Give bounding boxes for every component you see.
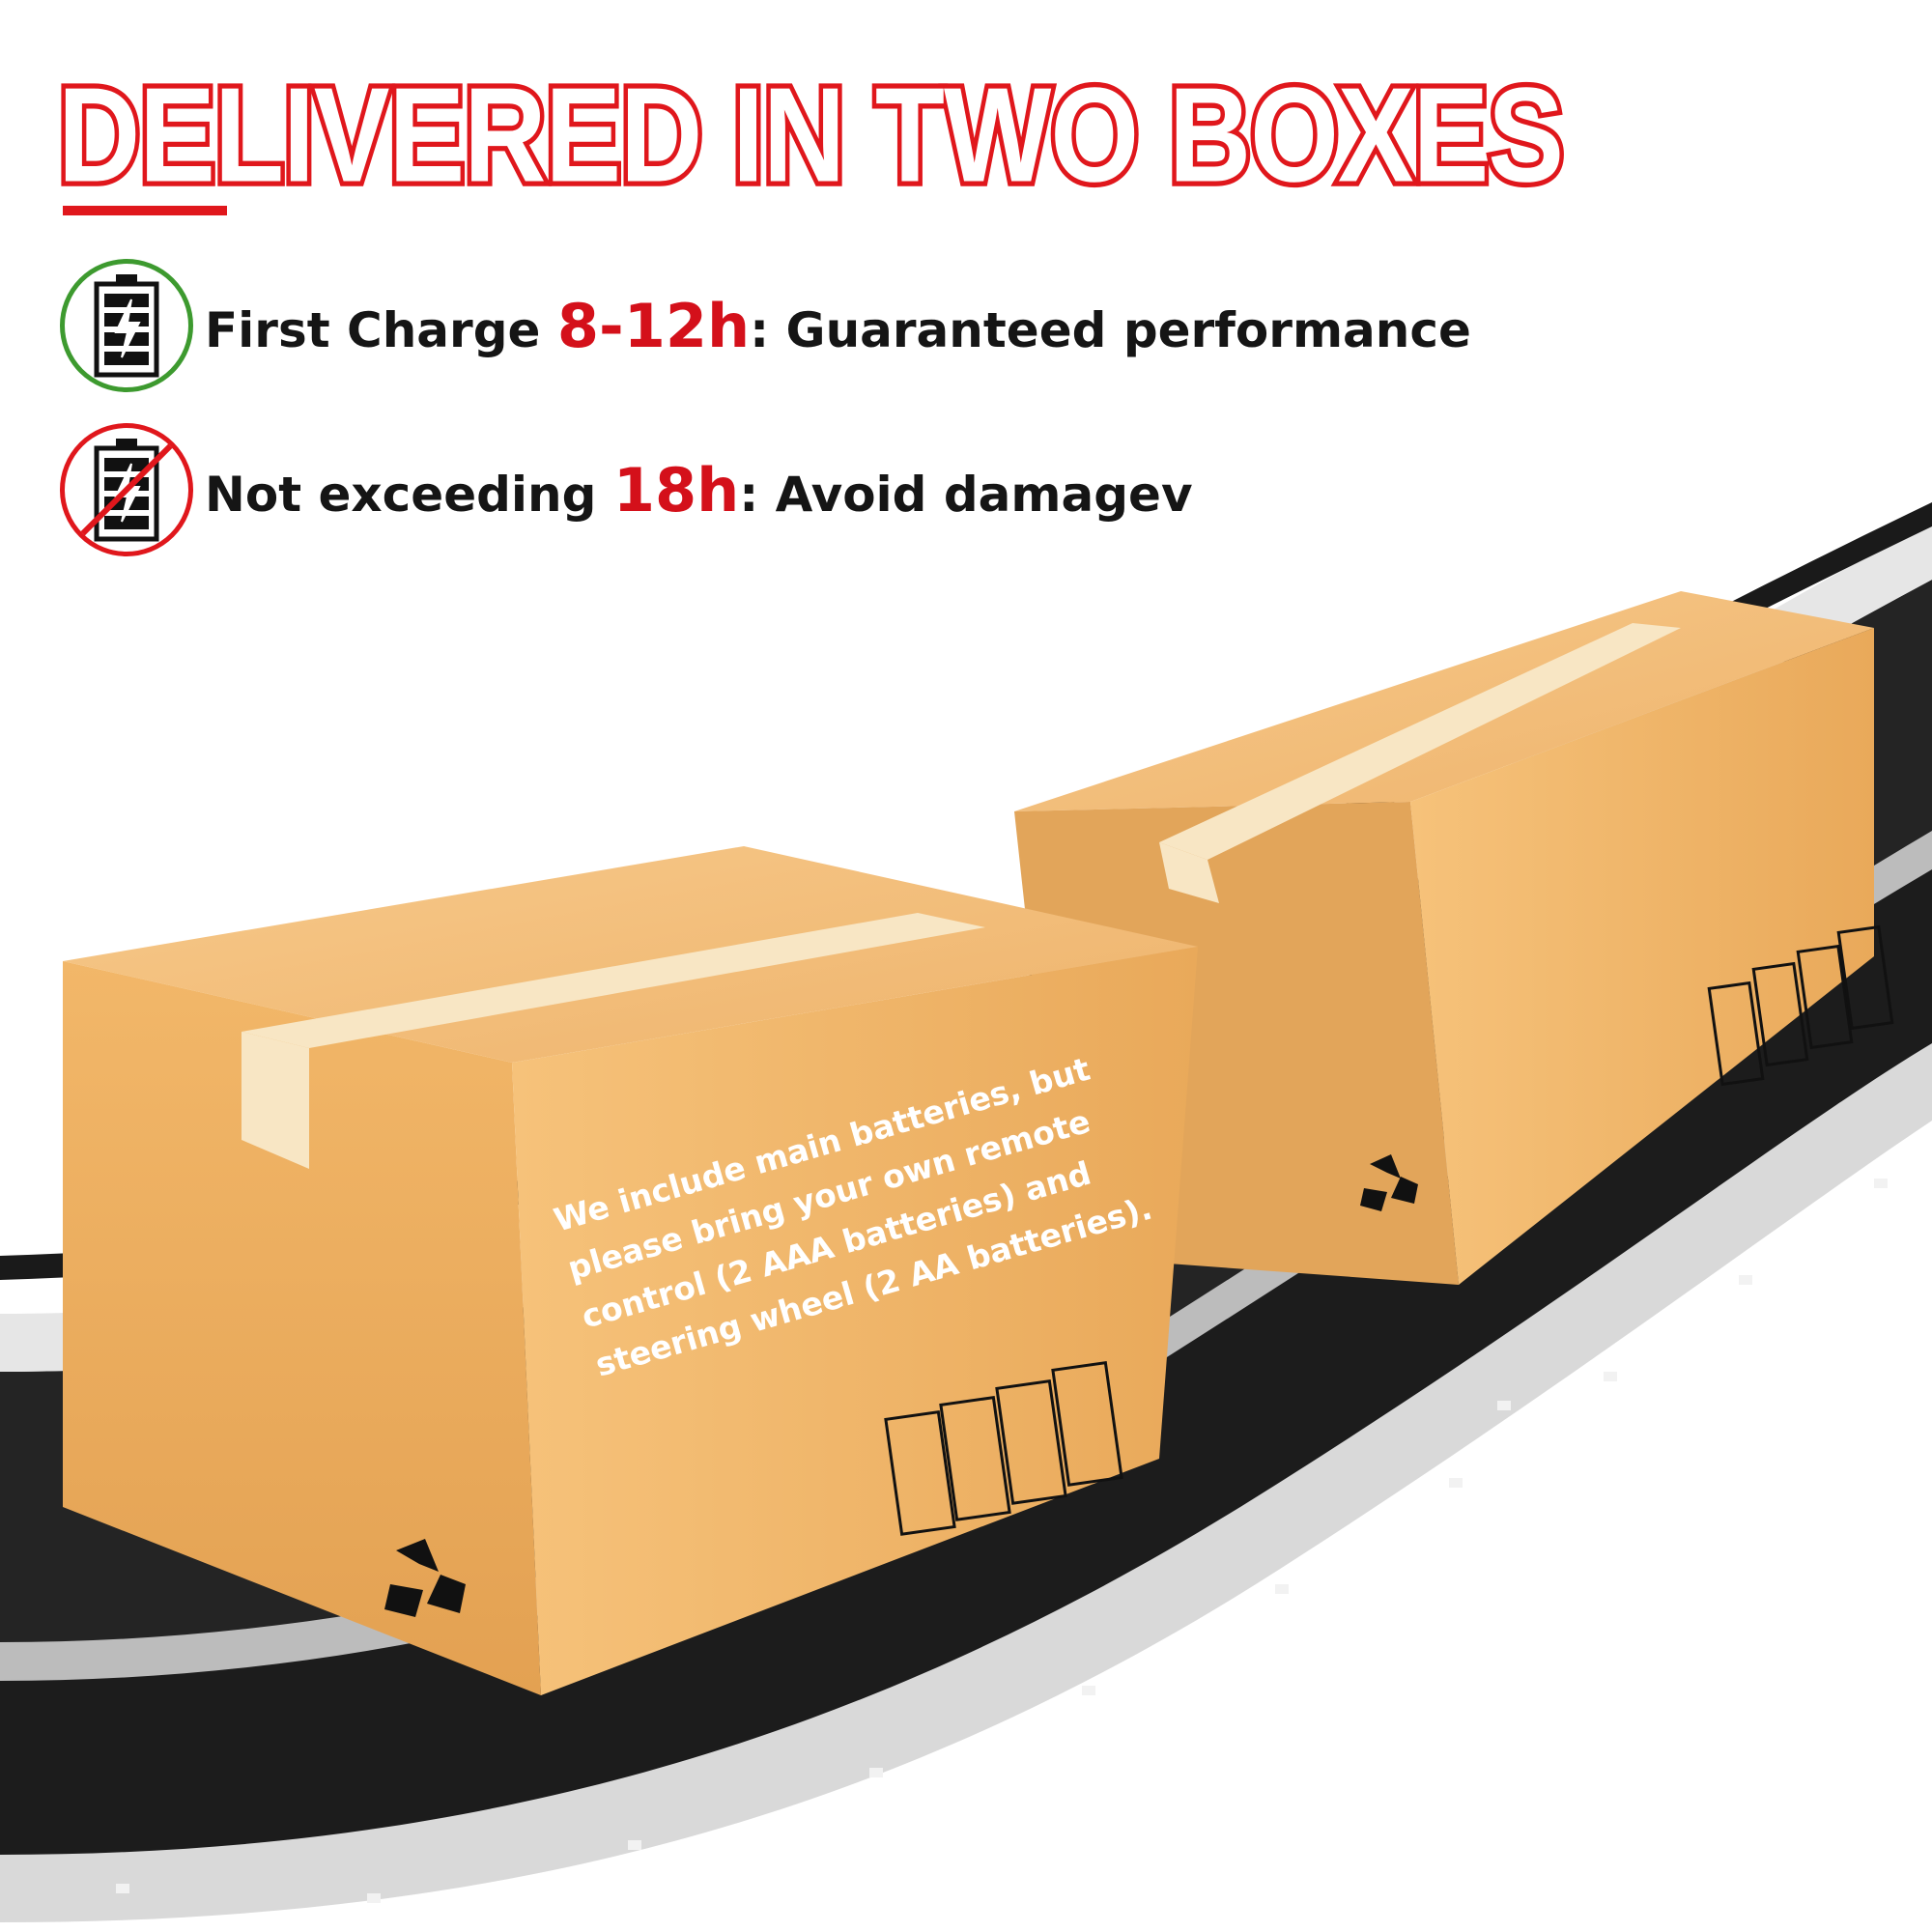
overcharge-warning-lead: Not exceeding <box>205 466 613 523</box>
shipping-box-front: We include main batteries, but please br… <box>63 846 1198 1695</box>
charge-info-row: First Charge 8-12h: Guaranteed performan… <box>60 259 1471 392</box>
overcharge-warning-text: Not exceeding 18h: Avoid damagev <box>205 455 1193 526</box>
handling-symbols-back <box>1707 924 1894 1087</box>
overcharge-warning-hours: 18h <box>612 454 740 526</box>
overcharge-warning-row: Not exceeding 18h: Avoid damagev <box>60 423 1193 556</box>
recycle-icon <box>1360 1154 1418 1211</box>
page-title: DELIVERED IN TWO BOXES <box>53 55 1568 215</box>
charge-info-tail: : Guaranteed performance <box>750 301 1471 358</box>
battery-prohibited-icon <box>60 423 193 556</box>
charge-info-lead: First Charge <box>205 301 557 358</box>
charge-info-hours: 8-12h <box>556 290 751 361</box>
recycle-icon <box>384 1539 466 1617</box>
title-underline <box>63 206 227 215</box>
shipping-box-back <box>1014 591 1894 1285</box>
handling-symbols-front <box>884 1360 1123 1536</box>
battery-charging-icon <box>60 259 193 392</box>
charge-info-text: First Charge 8-12h: Guaranteed performan… <box>205 291 1471 361</box>
overcharge-warning-tail: : Avoid damagev <box>739 466 1193 523</box>
